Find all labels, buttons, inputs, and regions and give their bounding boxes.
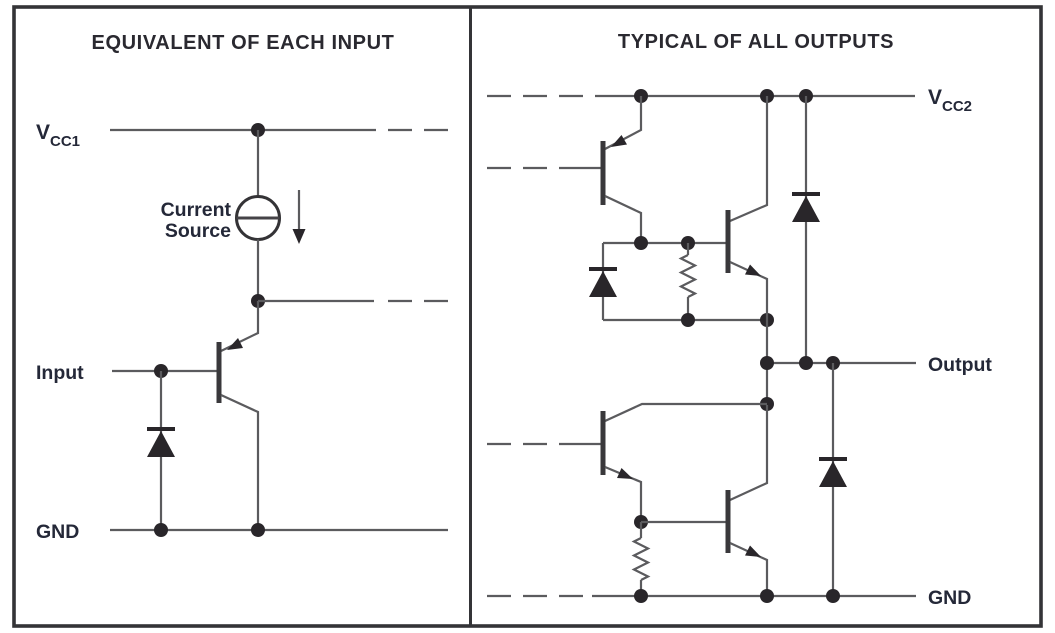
output-label: Output [928,354,992,376]
upper-pnp-transistor-icon [487,96,643,243]
figure-border [12,5,1043,628]
collector-wire [604,402,767,422]
current-source: Current Source [161,130,306,301]
junction-dot [826,589,840,603]
junction-dot [760,356,774,370]
collector-wire [729,405,769,501]
gnd-clamp-diode-icon [819,363,847,596]
current-direction-arrow-icon [292,190,306,244]
junction-dot [634,236,648,250]
pulldown-npn-transistor-icon [725,405,769,596]
output-panel-title: TYPICAL OF ALL OUTPUTS [618,31,894,53]
junction-dot [681,313,695,327]
junction-dot [154,523,168,537]
gnd-label-left: GND [36,521,79,543]
vcc2-label: VCC2 [928,86,972,115]
input-label: Input [36,362,84,384]
collector-wire [604,195,643,243]
diode-triangle [792,196,820,222]
gnd-rail-left: GND [36,521,448,543]
vcc1-rail: VCC1 [36,121,448,150]
npn-emitter-arrow-icon [745,545,761,557]
driver-npn-transistor-icon [487,402,767,522]
diode-triangle [147,431,175,457]
npn-emitter-arrow-icon [617,468,633,479]
npn-emitter-arrow-icon [745,264,761,276]
transistor-base-bar [600,141,606,205]
diode-cathode-bar [589,267,617,271]
diode-cathode-bar [792,192,820,196]
gnd-label-right: GND [928,587,971,609]
lower-bias-network [631,515,726,596]
diode-cathode-bar [147,427,175,431]
collector-wire [729,96,769,223]
junction-dot [251,523,265,537]
diode-triangle [589,271,617,297]
current-source-label-line2: Source [165,220,231,242]
input-panel-title: EQUIVALENT OF EACH INPUT [92,32,395,54]
current-source-label-line1: Current [161,199,232,221]
bias-diode-icon [589,243,617,320]
transistor-base-bar [725,210,731,273]
emitter-wire [604,465,643,522]
gnd-rail-right: GND [487,587,971,609]
emitter-wire [729,542,769,596]
vcc1-label: VCC1 [36,121,80,150]
pnp-emitter-arrow-icon [611,135,627,147]
diode-triangle [819,461,847,487]
transistor-base-bar [725,490,731,553]
resistor-zigzag [678,254,698,298]
junction-dot [799,356,813,370]
diode-cathode-bar [819,457,847,461]
input-equivalent-panel: EQUIVALENT OF EACH INPUT VCC1 Current So… [36,32,448,543]
transistor-base-bar [600,411,606,475]
junction-dot [760,589,774,603]
collector-wire [220,394,260,530]
input-pnp-transistor-icon [216,301,260,530]
junction-dot [634,589,648,603]
pnp-emitter-arrow-icon [227,338,243,350]
upper-bias-network [589,236,774,327]
resistor-zigzag [631,537,651,581]
emitter-wire [729,261,769,320]
input-clamp-diode-icon [147,371,175,530]
vcc2-clamp-diode-icon [792,96,820,363]
pullup-npn-transistor-icon [725,96,769,320]
output-typical-panel: TYPICAL OF ALL OUTPUTS VCC2 [487,31,992,609]
transistor-base-bar [216,342,222,403]
